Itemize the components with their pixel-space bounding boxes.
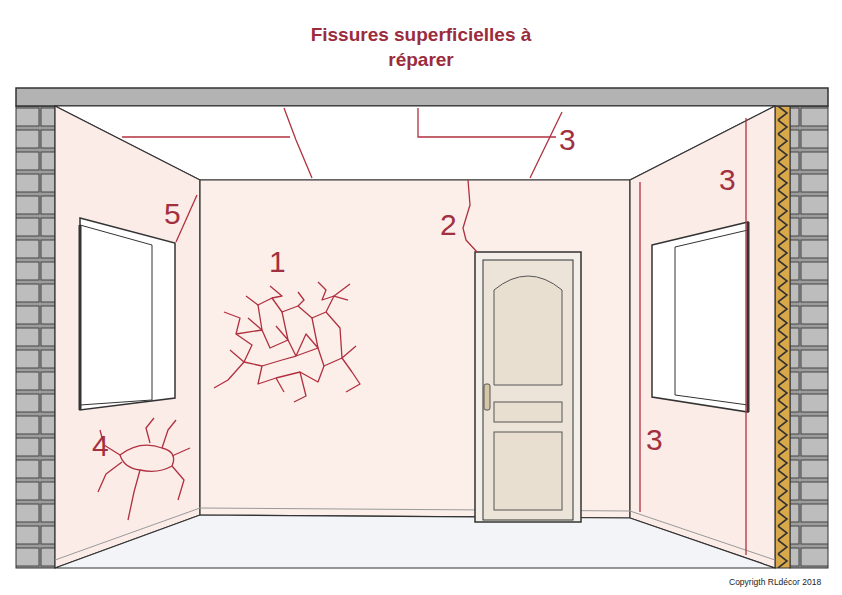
callout-number: 3 [559,124,576,156]
diagram-title: Fissures superficielles à réparer [291,22,551,72]
callout-number: 1 [269,246,286,278]
copyright-note: Copyrigth RLdécor 2018 [729,577,821,587]
callout-number: 4 [92,430,109,462]
callout-number: 3 [719,164,736,196]
callout-number: 2 [440,209,457,241]
callout-number: 3 [646,424,663,456]
callout-number: 5 [164,198,181,230]
